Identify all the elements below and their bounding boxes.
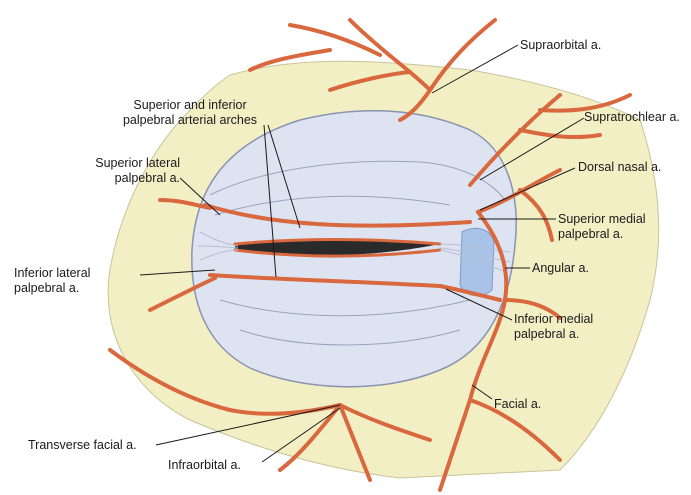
label-supratrochlear-artery: Supratrochlear a. (584, 110, 680, 125)
label-superior-lateral-palpebral-artery-line2: palpebral a. (56, 171, 180, 186)
label-dorsal-nasal-artery: Dorsal nasal a. (578, 160, 661, 175)
label-inferior-medial-palpebral-artery: Inferior medial palpebral a. (514, 312, 593, 342)
label-supraorbital-artery: Supraorbital a. (520, 38, 601, 53)
label-inferior-lateral-palpebral-artery: Inferior lateral palpebral a. (14, 266, 90, 296)
label-inferior-lateral-palpebral-artery-line2: palpebral a. (14, 281, 90, 296)
label-inferior-medial-palpebral-artery-line1: Inferior medial (514, 312, 593, 327)
label-palpebral-arterial-arches: Superior and inferior palpebral arterial… (105, 98, 275, 128)
label-inferior-medial-palpebral-artery-line2: palpebral a. (514, 327, 593, 342)
supraorbital-artery-branch (290, 25, 380, 55)
label-superior-medial-palpebral-artery-line1: Superior medial (558, 212, 646, 227)
label-palpebral-arterial-arches-line2: palpebral arterial arches (105, 113, 275, 128)
label-angular-artery: Angular a. (532, 261, 589, 276)
label-palpebral-arterial-arches-line1: Superior and inferior (105, 98, 275, 113)
label-transverse-facial-artery: Transverse facial a. (28, 438, 137, 453)
label-superior-lateral-palpebral-artery-line1: Superior lateral (56, 156, 180, 171)
label-superior-medial-palpebral-artery-line2: palpebral a. (558, 227, 646, 242)
lacrimal-sac (460, 228, 494, 295)
label-facial-artery: Facial a. (494, 397, 541, 412)
label-superior-lateral-palpebral-artery: Superior lateral palpebral a. (56, 156, 180, 186)
label-infraorbital-artery: Infraorbital a. (168, 458, 241, 473)
label-superior-medial-palpebral-artery: Superior medial palpebral a. (558, 212, 646, 242)
label-inferior-lateral-palpebral-artery-line1: Inferior lateral (14, 266, 90, 281)
